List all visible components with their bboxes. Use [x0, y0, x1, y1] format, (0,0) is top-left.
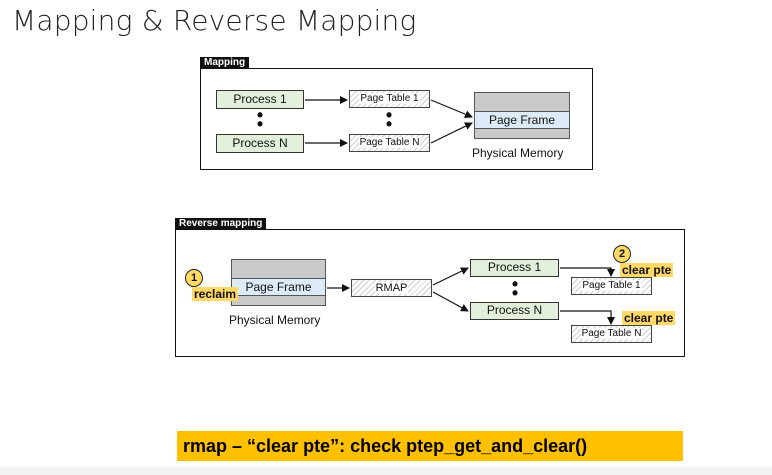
mapping-physical-memory-caption: Physical Memory: [472, 146, 564, 160]
mapping-process-n: Process N: [216, 134, 304, 153]
mapping-dot-1: •: [256, 105, 264, 125]
mapping-dot-3: •: [385, 105, 393, 125]
arrow-processn-to-ptn: [560, 310, 615, 325]
reverse-page-frame-label: Page Frame: [245, 280, 312, 294]
mapping-page-table-n: Page Table N: [349, 134, 430, 152]
mapping-process-1: Process 1: [216, 90, 304, 109]
mapping-dot-4: •: [385, 114, 393, 134]
reverse-page-table-1: Page Table 1: [571, 277, 652, 295]
reverse-mapping-tag: Reverse mapping: [175, 218, 267, 230]
reverse-process-n: Process N: [470, 302, 559, 320]
reverse-page-table-n-label: Page Table N: [580, 328, 643, 339]
mapping-page-table-1: Page Table 1: [349, 90, 430, 108]
summary-banner: rmap – “clear pte”: check ptep_get_and_c…: [177, 431, 683, 461]
mapping-process-n-label: Process N: [232, 136, 288, 150]
mapping-process-1-label: Process 1: [233, 92, 287, 106]
mapping-page-frame-label: Page Frame: [488, 113, 556, 127]
mapping-page-table-n-label: Page Table N: [358, 137, 421, 148]
reclaim-label: reclaim: [192, 287, 239, 301]
rmap-label: RMAP: [374, 282, 409, 294]
reverse-physical-memory-caption: Physical Memory: [229, 313, 321, 327]
arrow-rmap-to-processn: [432, 291, 469, 312]
arrow-process1-to-pt1: [560, 267, 615, 277]
mapping-tag: Mapping: [200, 57, 250, 69]
mapping-dot-2: •: [256, 114, 264, 134]
rmap-box: RMAP: [351, 279, 432, 297]
reverse-process-1-label: Process 1: [487, 260, 542, 274]
step-2-marker: 2: [613, 245, 631, 263]
slide-title: Mapping & Reverse Mapping: [12, 4, 417, 37]
reverse-dot-1: •: [511, 274, 519, 294]
reverse-page-table-1-label: Page Table 1: [581, 280, 642, 291]
reverse-dot-2: •: [511, 283, 519, 303]
reverse-page-table-n: Page Table N: [571, 325, 652, 343]
mapping-page-frame: Page Frame: [474, 111, 570, 129]
reverse-process-1: Process 1: [470, 259, 559, 277]
step-1-marker: 1: [185, 269, 203, 287]
arrow-rmap-to-process1: [432, 267, 469, 286]
bottom-strip: [0, 467, 772, 475]
reverse-process-n-label: Process N: [486, 303, 543, 317]
clear-pte-1-label: clear pte: [620, 263, 674, 277]
arrow-pt1-to-frame: [430, 99, 473, 119]
clear-pte-n-label: clear pte: [622, 311, 676, 325]
mapping-memory-bottom: [474, 128, 570, 139]
mapping-page-table-1-label: Page Table 1: [359, 93, 420, 104]
arrow-ptn-to-frame: [430, 122, 473, 144]
